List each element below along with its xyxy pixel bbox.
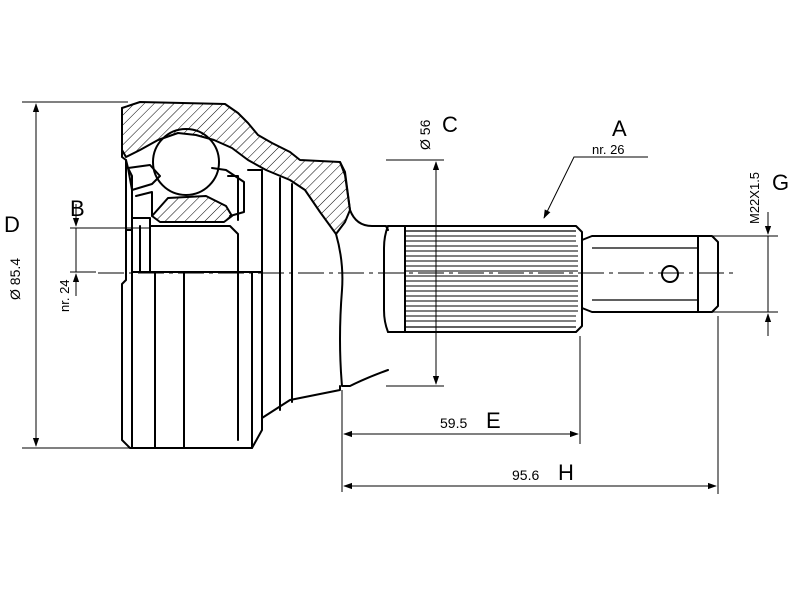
dimension-c-value: Ø 56	[417, 119, 433, 150]
dimension-d-label: D	[4, 212, 20, 237]
housing-section-hatch	[121, 101, 351, 235]
dimension-h-label: H	[558, 460, 574, 485]
dimension-e: 59.5 E	[341, 336, 581, 492]
dimension-d-value: Ø 85.4	[7, 258, 23, 300]
dimension-c: Ø 56 C	[386, 112, 458, 387]
dimension-h-value: 95.6	[512, 467, 539, 483]
joint-housing	[121, 101, 389, 449]
dimension-a-value: nr. 26	[592, 142, 625, 157]
shaft-splines	[405, 230, 578, 328]
dimension-e-value: 59.5	[440, 415, 467, 431]
dimension-e-label: E	[486, 408, 501, 433]
inner-race-and-ball	[127, 128, 245, 223]
split-pin-hole	[661, 265, 679, 283]
dimension-g-label: G	[772, 170, 789, 195]
dimension-g-value: M22X1.5	[747, 172, 762, 224]
shaft	[383, 225, 719, 333]
dimension-c-label: C	[442, 112, 458, 137]
dimension-h: 95.6 H	[343, 316, 719, 494]
dimension-a-label: A	[612, 116, 627, 141]
dimension-a: A nr. 26	[543, 116, 648, 219]
dimension-b-value: nr. 24	[57, 279, 72, 312]
dimension-d: Ø 85.4 D	[4, 101, 132, 449]
dimension-b-label: B	[70, 196, 85, 221]
dimension-b: B nr. 24	[57, 196, 150, 312]
dimension-g: M22X1.5 G	[712, 170, 789, 336]
ball	[152, 128, 220, 196]
inner-race-hatch	[151, 195, 233, 223]
